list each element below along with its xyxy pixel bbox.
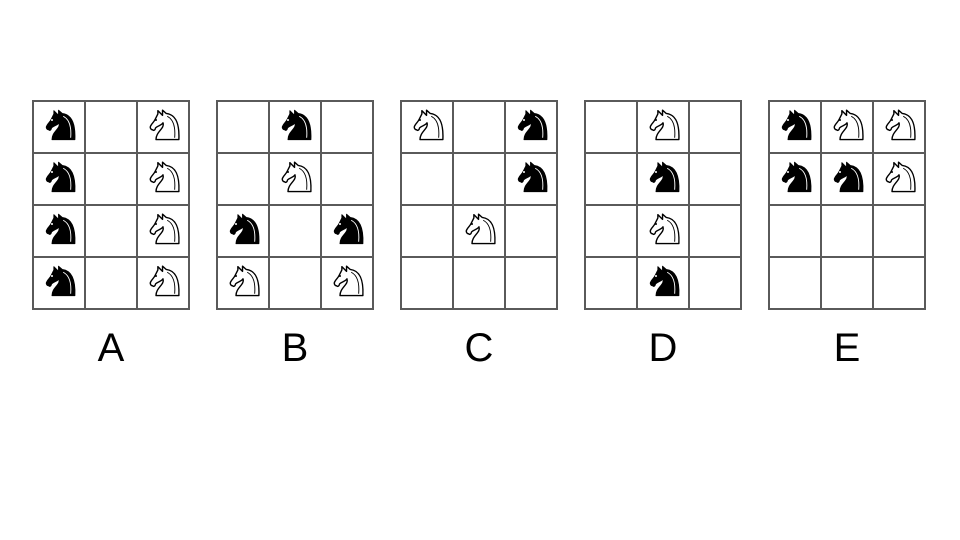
board-cell bbox=[322, 206, 374, 258]
white-knight-icon bbox=[885, 109, 916, 141]
black-knight-icon bbox=[333, 213, 364, 245]
option-label-d: D bbox=[648, 326, 678, 370]
board-cell bbox=[874, 206, 926, 258]
board-cell bbox=[454, 258, 506, 310]
black-knight-icon bbox=[649, 161, 680, 193]
board-cell bbox=[638, 206, 690, 258]
board-cell bbox=[690, 258, 742, 310]
board-cell bbox=[270, 154, 322, 206]
board-cell bbox=[34, 154, 86, 206]
white-knight-icon bbox=[333, 265, 364, 297]
board-cell bbox=[86, 206, 138, 258]
board-cell bbox=[454, 154, 506, 206]
black-knight-icon bbox=[781, 109, 812, 141]
option-board-e[interactable] bbox=[768, 100, 926, 310]
black-knight-icon bbox=[833, 161, 864, 193]
board-cell bbox=[822, 206, 874, 258]
board-cell bbox=[86, 154, 138, 206]
white-knight-icon bbox=[885, 161, 916, 193]
board-cell bbox=[770, 206, 822, 258]
option-label-a: A bbox=[97, 326, 125, 370]
board-cell bbox=[322, 258, 374, 310]
white-knight-icon bbox=[649, 213, 680, 245]
black-knight-icon bbox=[281, 109, 312, 141]
board-cell bbox=[638, 154, 690, 206]
black-knight-icon bbox=[45, 161, 76, 193]
black-knight-icon bbox=[229, 213, 260, 245]
white-knight-icon bbox=[649, 109, 680, 141]
option-label-b: B bbox=[281, 326, 309, 370]
black-knight-icon bbox=[517, 109, 548, 141]
board-cell bbox=[506, 258, 558, 310]
board-cell bbox=[874, 258, 926, 310]
board-cell bbox=[822, 258, 874, 310]
board-cell bbox=[770, 258, 822, 310]
board-cell bbox=[270, 102, 322, 154]
white-knight-icon bbox=[465, 213, 496, 245]
board-cell bbox=[86, 102, 138, 154]
option-label-e: E bbox=[833, 326, 861, 370]
option-board-c[interactable] bbox=[400, 100, 558, 310]
board-cell bbox=[34, 206, 86, 258]
black-knight-icon bbox=[45, 213, 76, 245]
board-cell bbox=[402, 154, 454, 206]
board-cell bbox=[506, 206, 558, 258]
board-cell bbox=[874, 154, 926, 206]
board-cell bbox=[770, 154, 822, 206]
board-cell bbox=[218, 154, 270, 206]
board-cell bbox=[138, 206, 190, 258]
board-cell bbox=[322, 154, 374, 206]
board-cell bbox=[586, 154, 638, 206]
board-cell bbox=[506, 154, 558, 206]
board-cell bbox=[454, 206, 506, 258]
white-knight-icon bbox=[149, 265, 180, 297]
black-knight-icon bbox=[45, 265, 76, 297]
board-cell bbox=[270, 258, 322, 310]
board-cell bbox=[874, 102, 926, 154]
board-cell bbox=[770, 102, 822, 154]
board-cell bbox=[218, 206, 270, 258]
board-cell bbox=[86, 258, 138, 310]
board-cell bbox=[454, 102, 506, 154]
board-cell bbox=[138, 102, 190, 154]
board-cell bbox=[34, 258, 86, 310]
board-cell bbox=[822, 154, 874, 206]
board-cell bbox=[506, 102, 558, 154]
board-cell bbox=[402, 258, 454, 310]
board-cell bbox=[822, 102, 874, 154]
black-knight-icon bbox=[649, 265, 680, 297]
board-cell bbox=[690, 154, 742, 206]
board-cell bbox=[402, 206, 454, 258]
board-cell bbox=[690, 206, 742, 258]
board-cell bbox=[690, 102, 742, 154]
option-label-c: C bbox=[464, 326, 494, 370]
option-board-a[interactable] bbox=[32, 100, 190, 310]
white-knight-icon bbox=[281, 161, 312, 193]
board-cell bbox=[638, 102, 690, 154]
board-cell bbox=[586, 258, 638, 310]
board-cell bbox=[218, 258, 270, 310]
option-board-d[interactable] bbox=[584, 100, 742, 310]
board-cell bbox=[586, 102, 638, 154]
white-knight-icon bbox=[229, 265, 260, 297]
board-cell bbox=[270, 206, 322, 258]
board-cell bbox=[34, 102, 86, 154]
white-knight-icon bbox=[413, 109, 444, 141]
board-cell bbox=[322, 102, 374, 154]
board-cell bbox=[638, 258, 690, 310]
board-cell bbox=[138, 258, 190, 310]
board-cell bbox=[138, 154, 190, 206]
white-knight-icon bbox=[149, 161, 180, 193]
black-knight-icon bbox=[517, 161, 548, 193]
black-knight-icon bbox=[45, 109, 76, 141]
white-knight-icon bbox=[149, 109, 180, 141]
board-cell bbox=[402, 102, 454, 154]
board-cell bbox=[218, 102, 270, 154]
white-knight-icon bbox=[149, 213, 180, 245]
board-cell bbox=[586, 206, 638, 258]
white-knight-icon bbox=[833, 109, 864, 141]
black-knight-icon bbox=[781, 161, 812, 193]
option-board-b[interactable] bbox=[216, 100, 374, 310]
